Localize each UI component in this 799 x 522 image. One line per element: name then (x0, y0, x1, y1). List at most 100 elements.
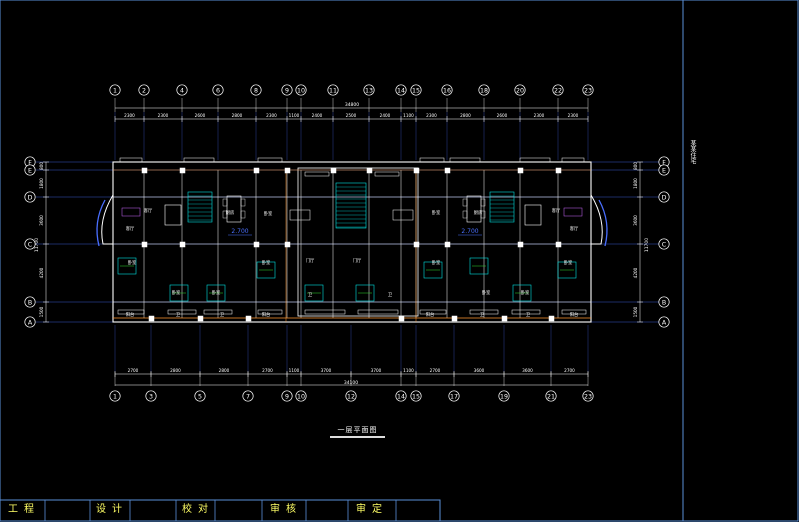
column (517, 167, 524, 174)
column (501, 315, 508, 322)
chair (462, 210, 468, 219)
top-axis-bubble-label: 23 (584, 87, 592, 94)
column (517, 241, 524, 248)
bottom-axis-bubble-circle (448, 390, 460, 402)
coffee-table-1 (524, 204, 542, 226)
chair (222, 198, 228, 207)
room-label: 阳台 (126, 311, 135, 318)
room-label: 门厅 (306, 257, 315, 264)
top-dim-value: 1100 (289, 113, 300, 118)
left-dim-value: 4200 (39, 267, 44, 278)
chair (480, 198, 486, 207)
window-bottom (203, 309, 233, 315)
bottom-axis-bubble-circle (145, 390, 157, 402)
bottom-dim-value: 2800 (219, 368, 230, 373)
right-dim-value: 3600 (633, 215, 638, 226)
column (197, 315, 204, 322)
window-bottom (511, 309, 541, 315)
top-dim-value: 2500 (346, 113, 357, 118)
bottom-dim-value: 2700 (262, 368, 273, 373)
left-axis-bubble-label: C (28, 241, 33, 248)
window-top (374, 171, 400, 177)
window-top (304, 171, 330, 177)
right-axis-bubble-label: D (662, 194, 667, 201)
bottom-axis-bubble-label: 9 (285, 393, 289, 400)
room-label: 客厅 (552, 207, 561, 214)
dining-table-0 (226, 195, 242, 223)
bottom-axis-bubble-circle (582, 390, 594, 402)
top-axis-bubble-circle (363, 84, 375, 96)
room-label: 客厅 (126, 225, 135, 232)
floor-plan (96, 157, 608, 323)
room-label: 卫 (526, 312, 531, 318)
top-axis-bubble-circle (281, 84, 293, 96)
room-label: 卧室 (521, 289, 530, 296)
left-dim-value: 3600 (39, 215, 44, 226)
left-dim-value: 1800 (39, 178, 44, 189)
right-axis-bubble-circle (658, 191, 670, 203)
window-top (257, 157, 283, 163)
bottom-axis-bubble-label: 21 (547, 393, 555, 400)
bottom-axis-bubble-label: 23 (584, 393, 592, 400)
title-block-approve: 审定 (356, 504, 388, 515)
fixture-9 (557, 261, 577, 279)
room-label: 卧室 (432, 259, 441, 266)
bottom-axis-bubble-circle (194, 390, 206, 402)
bottom-axis-bubble-label: 17 (450, 393, 458, 400)
top-axis-bubble-label: 11 (329, 87, 337, 94)
stair-center (335, 182, 367, 229)
top-axis-bubble-label: 8 (254, 87, 258, 94)
bottom-total-value: 34100 (344, 380, 358, 386)
top-axis-bubble-label: 1 (113, 87, 117, 94)
room-label: 厨房 (226, 209, 235, 216)
top-axis-bubble-label: 4 (180, 87, 184, 94)
room-label: 阳台 (570, 311, 579, 318)
right-dim-value: 800 (633, 162, 638, 170)
room-label: 卧室 (482, 289, 491, 296)
column (245, 315, 252, 322)
fixture-1 (169, 284, 189, 302)
right-dim-value: 1500 (633, 306, 638, 317)
bottom-axis-bubble-label: 19 (500, 393, 508, 400)
room-label: 客厅 (144, 207, 153, 214)
left-axis-bubble-circle (24, 296, 36, 308)
top-dim-value: 2800 (232, 113, 243, 118)
fixture-4 (304, 284, 324, 302)
top-axis-bubble-circle (250, 84, 262, 96)
column (555, 241, 562, 248)
right-total-value: 11700 (644, 238, 650, 252)
right-axis-bubble-label: E (662, 167, 666, 174)
window-top (419, 157, 445, 163)
column (555, 167, 562, 174)
bottom-dim-value: 3700 (321, 368, 332, 373)
window-bottom (117, 309, 145, 315)
column (141, 167, 148, 174)
window-top (449, 157, 481, 163)
top-dim-value: 2400 (380, 113, 391, 118)
top-axis-bubble-circle (212, 84, 224, 96)
room-label: 卫 (388, 292, 393, 298)
room-label: 卧室 (212, 289, 221, 296)
title-block (0, 499, 441, 522)
left-bay-glass (96, 199, 106, 247)
top-axis-bubble-label: 16 (443, 87, 451, 94)
top-axis-bubble-circle (138, 84, 150, 96)
window-top (519, 157, 551, 163)
column (141, 241, 148, 248)
room-label: 卧室 (564, 259, 573, 266)
window-top (183, 157, 215, 163)
column (413, 167, 420, 174)
chair (240, 210, 246, 219)
top-axis-bubble-label: 13 (365, 87, 373, 94)
room-label: 厨房 (474, 209, 483, 216)
sofa-left (121, 207, 141, 217)
top-axis-bubble-label: 18 (480, 87, 488, 94)
top-dim-value: 2600 (497, 113, 508, 118)
right-axis-bubble-label: B (662, 299, 666, 306)
room-label: 卧室 (432, 209, 441, 216)
left-dim-value: 800 (39, 162, 44, 170)
fixture-0 (117, 257, 137, 275)
fixture-6 (423, 261, 443, 279)
top-axis-bubble-circle (176, 84, 188, 96)
